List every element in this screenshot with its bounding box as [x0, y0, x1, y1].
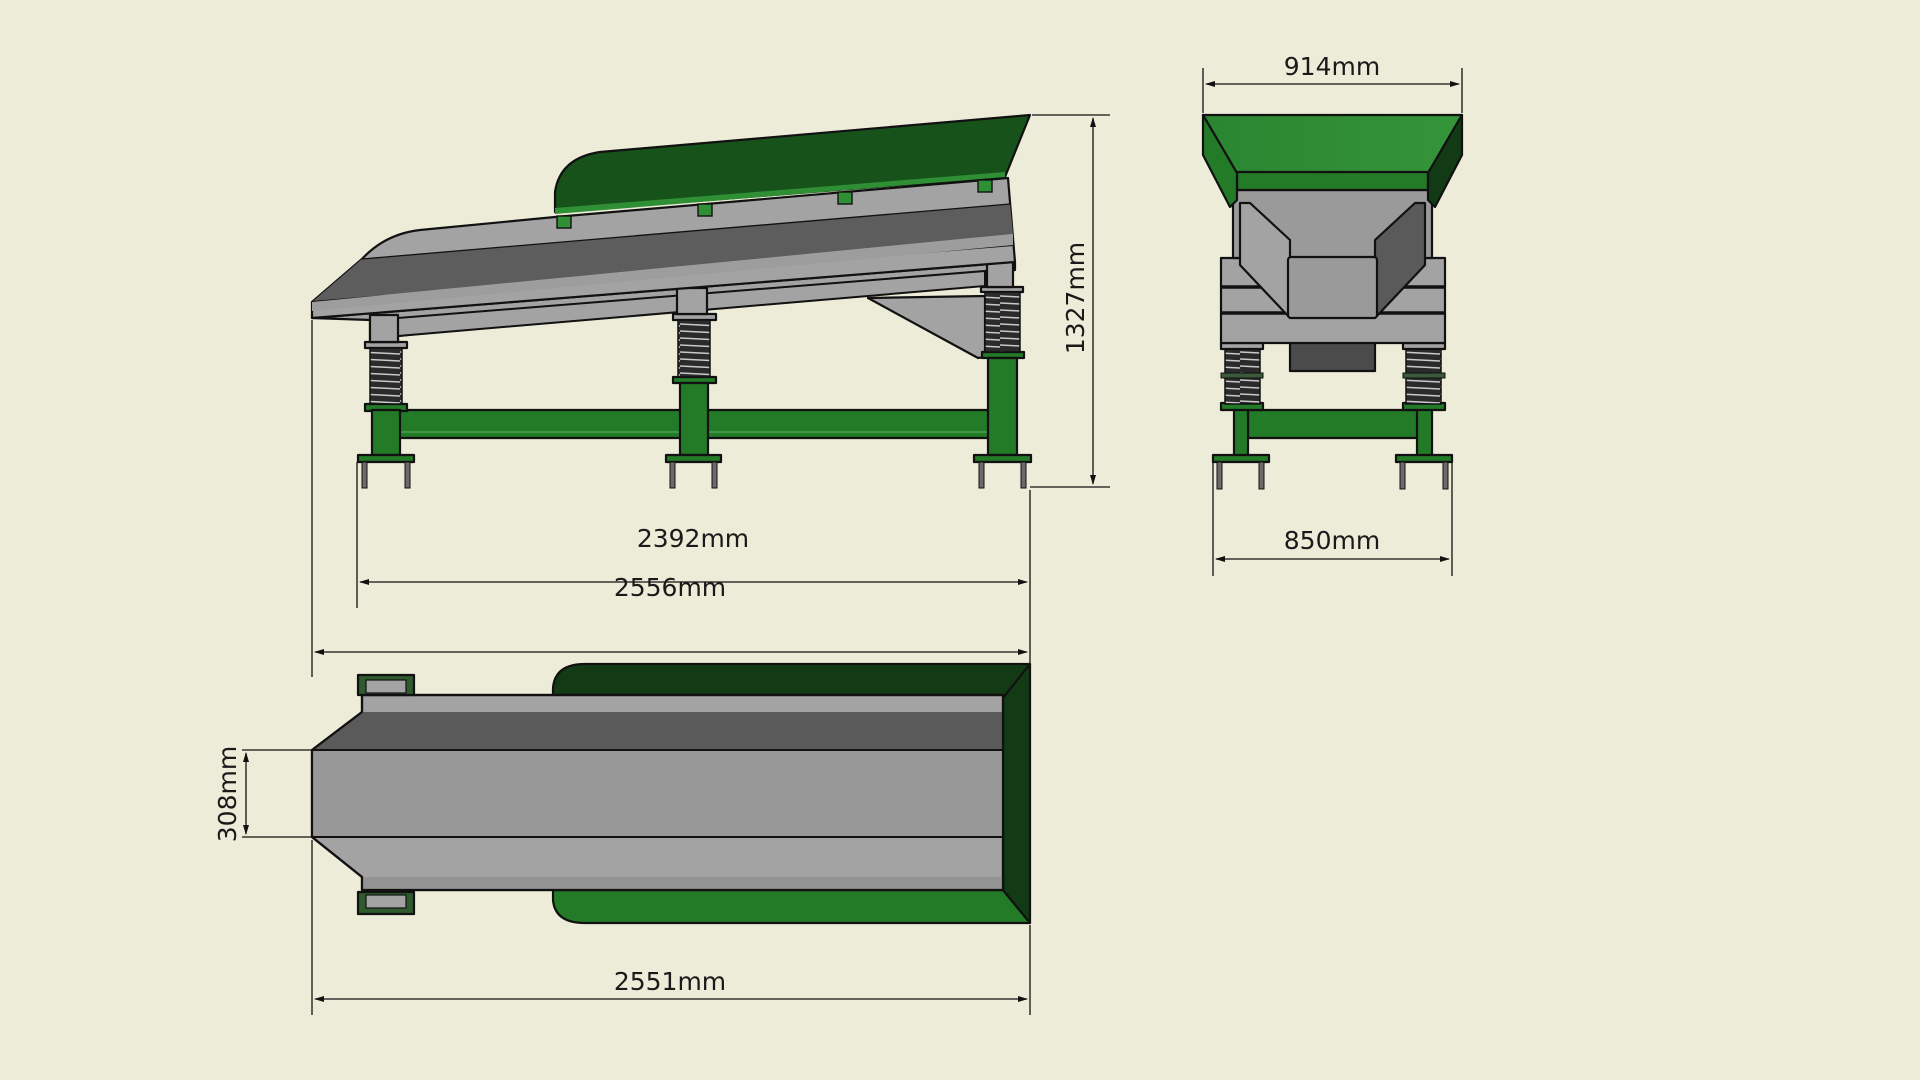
- dimension-plan-length-label: 2551mm: [614, 967, 726, 996]
- front-motor-block: [1288, 338, 1377, 373]
- plan-trough: [310, 693, 1005, 892]
- side-leg-right: [972, 350, 1033, 489]
- side-spring-right: [979, 285, 1025, 353]
- side-spring-middle: [671, 312, 718, 378]
- side-gusset-plate: [866, 294, 987, 360]
- plan-hood-top: [551, 662, 1032, 700]
- front-hopper-hood: [1201, 113, 1464, 209]
- hood-clamp-tab: [697, 203, 713, 217]
- front-cross-beam: [1246, 408, 1420, 440]
- plan-mount-block-top: [356, 673, 416, 697]
- front-elevation-view: 914mm 850mm: [1201, 52, 1464, 576]
- dimension-height-label: 1327mm: [1061, 242, 1090, 354]
- dimension-overall-length-label: 2556mm: [614, 573, 726, 602]
- dimension-leg-span-label: 2392mm: [637, 524, 749, 553]
- side-leg-left: [356, 402, 416, 489]
- plan-mount-block-bottom: [356, 890, 416, 916]
- dimension-front-top-width-label: 914mm: [1284, 52, 1380, 81]
- dimension-overall-length: 2556mm: [311, 320, 1028, 677]
- dimension-front-top-width: 914mm: [1202, 52, 1463, 113]
- side-bracket-middle: [675, 286, 709, 316]
- dimension-plan-channel-width: 308mm: [213, 746, 312, 842]
- plan-view: 308mm 2551mm: [213, 662, 1032, 1015]
- side-elevation-view: 1327mm 2392mm 2556mm: [310, 113, 1110, 677]
- dimension-height: 1327mm: [1030, 114, 1110, 488]
- side-spring-left: [363, 340, 409, 405]
- plan-hood-bottom: [551, 888, 1032, 925]
- dimension-plan-length: 2551mm: [311, 840, 1031, 1015]
- hood-clamp-tab: [837, 191, 853, 205]
- hood-clamp-tab: [977, 179, 993, 193]
- dimension-plan-channel-width-label: 308mm: [213, 746, 242, 842]
- hood-clamp-tab: [556, 215, 572, 229]
- side-bracket-left: [368, 313, 400, 344]
- dimension-front-base-width-label: 850mm: [1284, 526, 1380, 555]
- plan-hood-end: [1001, 662, 1032, 925]
- dimension-front-base-width: 850mm: [1212, 462, 1453, 576]
- front-leg-right: [1415, 406, 1434, 458]
- side-hood: [553, 113, 1032, 229]
- front-leg-left: [1232, 406, 1250, 458]
- side-trough: [310, 176, 1017, 320]
- dimension-leg-span: 2392mm: [356, 462, 1031, 677]
- front-hopper-body: [1231, 188, 1434, 320]
